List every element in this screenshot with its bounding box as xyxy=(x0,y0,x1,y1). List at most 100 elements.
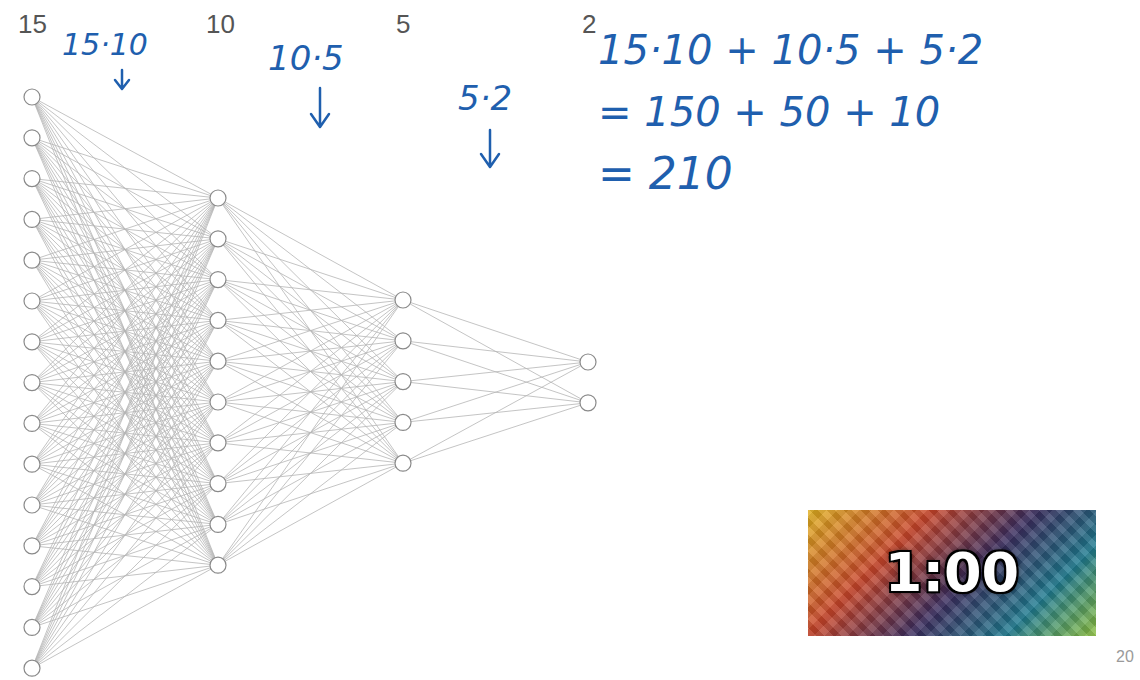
weight-line xyxy=(32,138,218,484)
weight-line xyxy=(32,198,218,668)
neuron xyxy=(210,435,226,451)
down-arrow xyxy=(481,130,499,167)
weight-line xyxy=(218,280,403,423)
neuron xyxy=(24,579,40,595)
weight-line xyxy=(218,300,403,484)
neuron xyxy=(210,516,226,532)
weight-line xyxy=(32,138,218,280)
weight-line xyxy=(32,565,218,668)
neuron xyxy=(24,456,40,472)
weight-line xyxy=(218,300,403,443)
neuron xyxy=(210,557,226,573)
neuron xyxy=(24,497,40,513)
neuron xyxy=(210,231,226,247)
page-number: 20 xyxy=(1116,648,1134,666)
weight-line xyxy=(32,239,218,668)
neuron xyxy=(24,375,40,391)
weight-line xyxy=(218,280,403,300)
weight-line xyxy=(32,484,218,669)
neuron xyxy=(210,272,226,288)
weight-line xyxy=(32,138,218,321)
neuron xyxy=(24,211,40,227)
weight-line xyxy=(32,361,218,668)
weight-line xyxy=(218,198,403,300)
neuron xyxy=(24,660,40,676)
weight-line xyxy=(218,280,403,382)
weight-line xyxy=(218,198,403,422)
neuron xyxy=(395,292,411,308)
neuron xyxy=(24,252,40,268)
weight-line xyxy=(32,198,218,505)
weight-line xyxy=(32,198,218,587)
weight-line xyxy=(32,97,218,443)
weight-line xyxy=(218,239,403,341)
weight-line xyxy=(218,463,403,565)
weight-line xyxy=(218,239,403,463)
weight-line xyxy=(218,239,403,382)
neuron xyxy=(24,89,40,105)
weight-line xyxy=(218,300,403,320)
neuron xyxy=(24,619,40,635)
timer-badge: 1:00 xyxy=(808,510,1096,636)
weight-line xyxy=(32,198,218,423)
neuron xyxy=(24,171,40,187)
weight-line xyxy=(403,341,588,362)
weight-line xyxy=(32,320,218,668)
weight-line xyxy=(218,300,403,524)
weight-line xyxy=(403,341,588,403)
layer-size: 2 xyxy=(582,10,596,39)
weight-line xyxy=(218,300,403,565)
weight-line xyxy=(32,97,218,280)
weight-count: 10·5 xyxy=(268,40,344,77)
neuron xyxy=(580,354,596,370)
down-arrow xyxy=(311,88,329,127)
weight-line xyxy=(218,422,403,565)
weight-line xyxy=(403,362,588,422)
weight-line xyxy=(32,97,218,320)
weight-line xyxy=(403,362,588,382)
weight-line xyxy=(32,97,218,361)
weight-line xyxy=(32,198,218,627)
weight-line xyxy=(32,179,218,362)
weight-line xyxy=(403,300,588,362)
weight-line xyxy=(32,198,218,219)
weight-line xyxy=(403,362,588,463)
layer-size: 10 xyxy=(206,10,235,39)
weight-line xyxy=(32,280,218,669)
neuron xyxy=(24,538,40,554)
timer-text: 1:00 xyxy=(885,543,1019,602)
weight-line xyxy=(218,198,403,382)
weight-line xyxy=(218,239,403,300)
neuron xyxy=(580,395,596,411)
weight-line xyxy=(403,300,588,403)
weight-line xyxy=(32,198,218,342)
weight-line xyxy=(32,138,218,402)
neuron xyxy=(210,353,226,369)
neuron-circles xyxy=(24,89,596,676)
weight-line xyxy=(218,300,403,361)
weight-line xyxy=(32,138,218,565)
weight-line xyxy=(218,341,403,565)
neuron xyxy=(395,374,411,390)
layer-size: 5 xyxy=(396,10,410,39)
weight-line xyxy=(32,179,218,525)
neuron xyxy=(210,190,226,206)
neuron xyxy=(210,312,226,328)
neuron xyxy=(24,415,40,431)
down-arrow xyxy=(115,70,129,89)
hand-arrows xyxy=(115,70,499,167)
neuron xyxy=(24,334,40,350)
neuron xyxy=(210,394,226,410)
weight-line xyxy=(32,443,218,668)
weight-line xyxy=(218,382,403,566)
weight-line xyxy=(218,300,403,402)
weight-line xyxy=(32,524,218,668)
neuron xyxy=(210,476,226,492)
sum-result: = 210 xyxy=(598,150,733,198)
neuron xyxy=(24,130,40,146)
weight-line xyxy=(218,280,403,341)
sum-expression: = 150 + 50 + 10 xyxy=(598,90,940,134)
weight-line xyxy=(403,403,588,463)
weight-line xyxy=(218,280,403,464)
weight-count: 5·2 xyxy=(458,80,512,117)
